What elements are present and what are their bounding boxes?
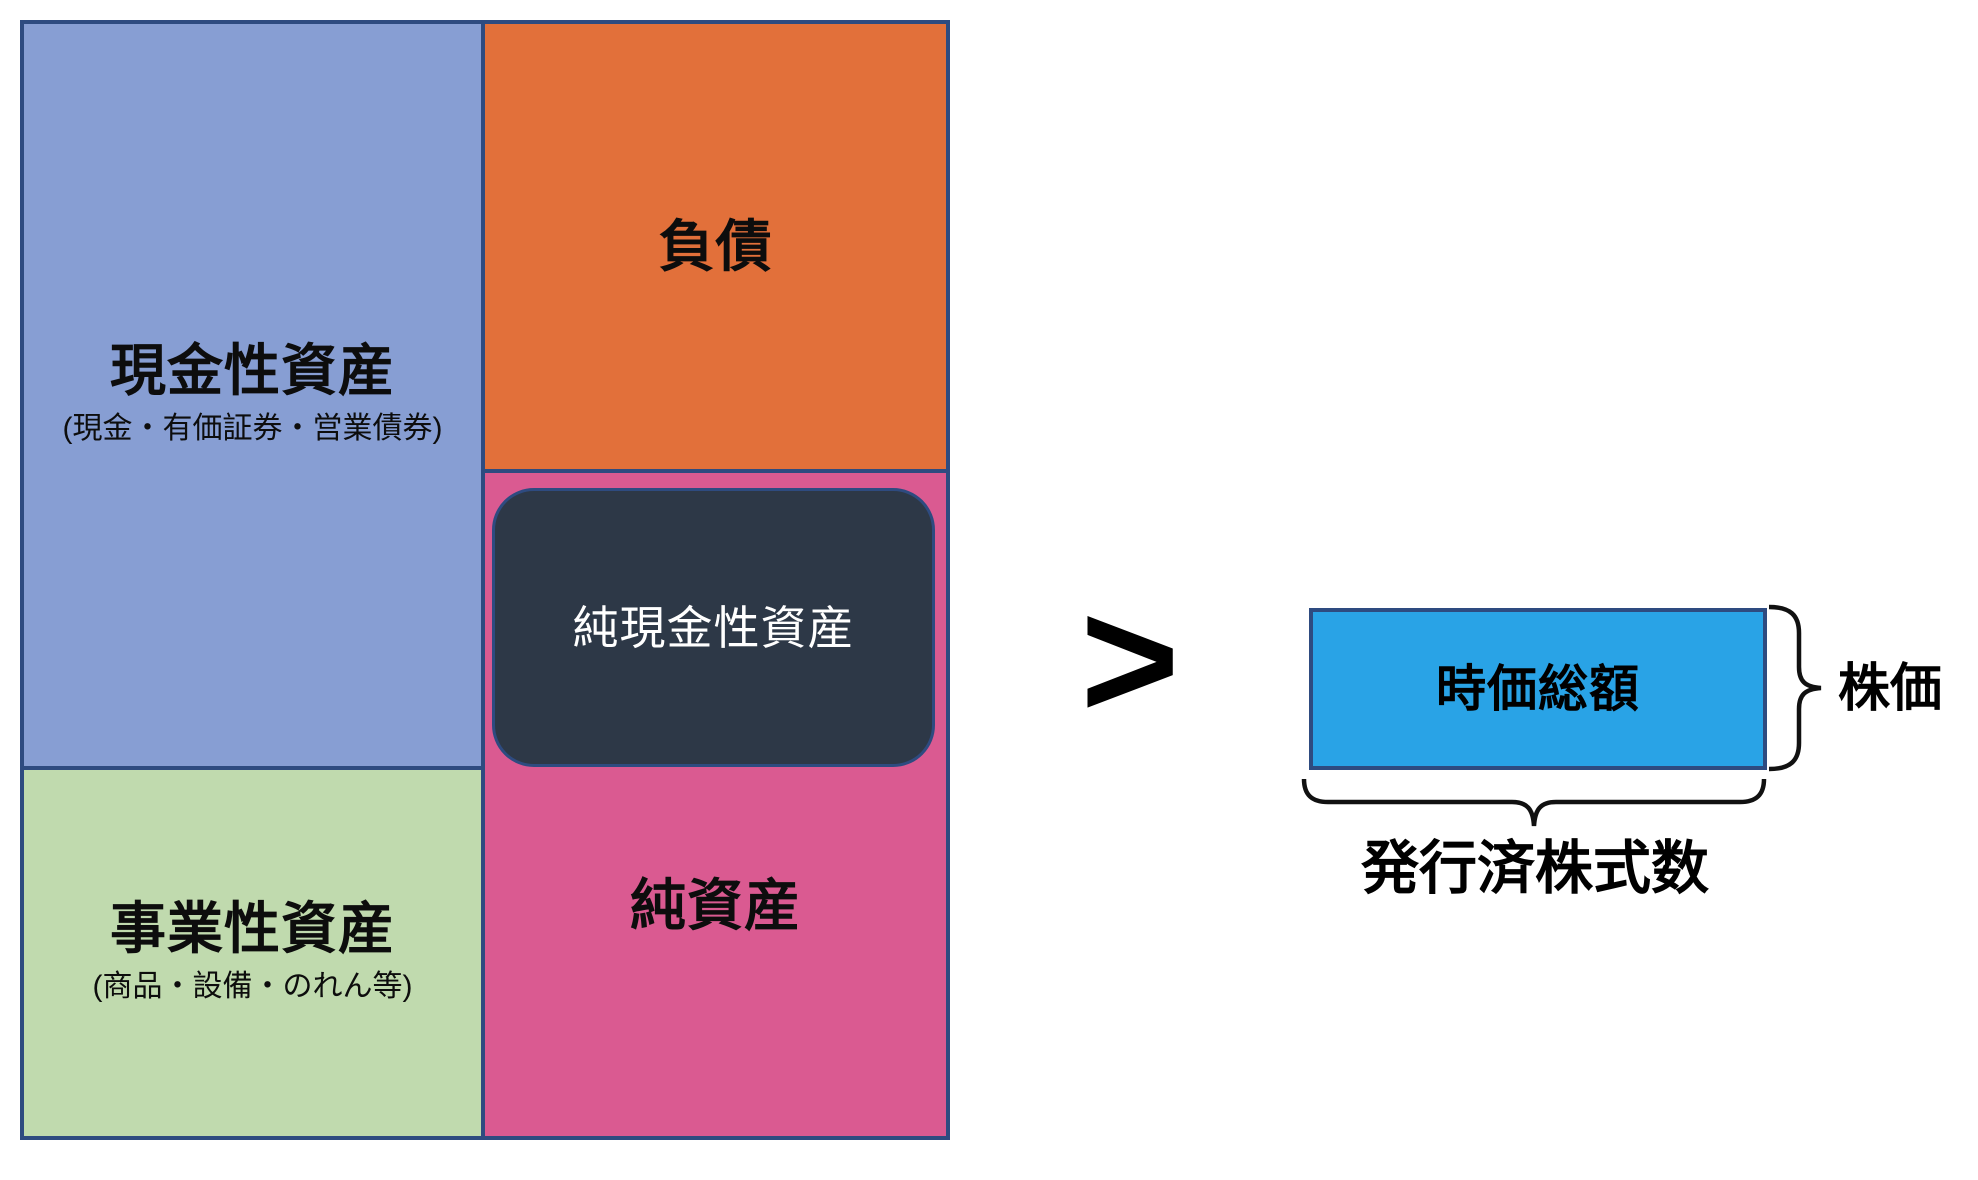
market-cap-label: 時価総額: [1436, 661, 1640, 717]
market-cap-box: 時価総額: [1309, 608, 1767, 770]
business-assets-box: 事業性資産 (商品・設備・のれん等): [24, 770, 481, 1136]
cash-assets-box: 現金性資産 (現金・有価証券・営業債券): [24, 24, 481, 770]
net-cash-assets-box: 純現金性資産: [492, 488, 935, 767]
business-assets-label: 事業性資産: [110, 896, 395, 960]
shares-outstanding-label: 発行済株式数: [1360, 836, 1709, 901]
share-price-brace: [1768, 604, 1822, 772]
net-assets-box: 純現金性資産 純資産: [485, 473, 946, 1136]
business-assets-sublabel: (商品・設備・のれん等): [92, 969, 413, 1003]
liabilities-equity-column: 負債 純現金性資産 純資産: [481, 24, 946, 1136]
liabilities-box: 負債: [485, 24, 946, 473]
cash-assets-sublabel: (現金・有価証券・営業債券): [62, 411, 443, 445]
cash-assets-label: 現金性資産: [110, 338, 395, 402]
greater-than-sign: >: [1080, 565, 1180, 755]
liabilities-label: 負債: [658, 214, 773, 278]
assets-column: 現金性資産 (現金・有価証券・営業債券) 事業性資産 (商品・設備・のれん等): [24, 24, 481, 1136]
net-assets-label: 純資産: [630, 874, 801, 937]
share-price-label: 株価: [1838, 660, 1943, 718]
net-cash-assets-label: 純現金性資産: [572, 601, 855, 654]
shares-outstanding-brace: [1301, 778, 1767, 827]
balance-sheet-diagram: 現金性資産 (現金・有価証券・営業債券) 事業性資産 (商品・設備・のれん等) …: [20, 20, 950, 1140]
